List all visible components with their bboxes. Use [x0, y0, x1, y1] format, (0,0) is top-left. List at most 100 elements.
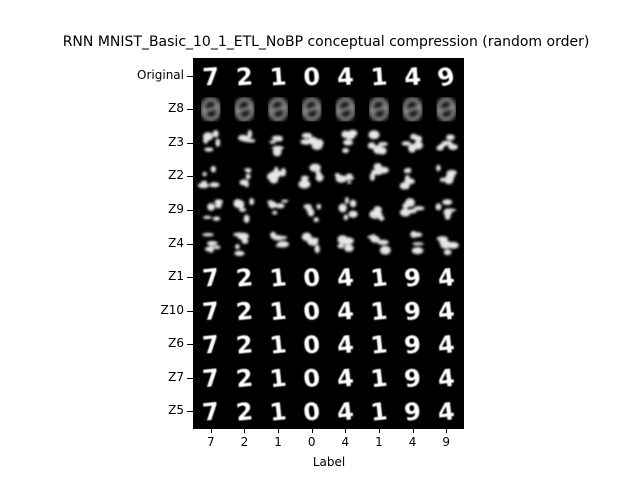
- digit-z10-6: 9: [403, 297, 423, 327]
- digit-original-6: 4: [403, 62, 422, 91]
- column-label: 1: [274, 435, 282, 449]
- digit-z7-0: 7: [201, 364, 221, 394]
- x-tick: [378, 428, 380, 433]
- column-label: 4: [408, 435, 417, 449]
- digit-z2-1: [239, 168, 252, 188]
- digit-z1-3: 0: [302, 263, 322, 293]
- digit-z3-5: [367, 130, 388, 155]
- digit-z6-6: 9: [403, 330, 423, 360]
- digit-z4-5: [367, 233, 391, 255]
- digit-z2-4: [334, 173, 355, 184]
- column-label: 4: [341, 435, 350, 449]
- digit-z10-1: 2: [235, 297, 255, 327]
- row-label-z10: Z10: [160, 302, 185, 317]
- digit-z6-7: 4: [436, 330, 456, 360]
- digit-z9-4: [338, 196, 358, 221]
- digit-z10-5: 1: [369, 297, 389, 327]
- column-label: 2: [240, 435, 249, 449]
- digit-original-2: 1: [269, 62, 288, 91]
- digit-z2-7: [436, 164, 457, 185]
- column-label: 9: [442, 435, 450, 449]
- x-tick: [311, 428, 313, 433]
- y-tick: [187, 377, 194, 379]
- x-tick: [412, 428, 414, 433]
- digit-z1-4: 4: [336, 263, 356, 293]
- digit-z3-7: [436, 134, 458, 151]
- digit-z7-5: 1: [369, 364, 389, 394]
- digit-z9-5: [369, 206, 385, 221]
- row-label-z1: Z1: [168, 269, 184, 284]
- row-label-original: Original: [137, 67, 184, 82]
- row-label-z4: Z4: [168, 235, 184, 250]
- x-tick: [244, 428, 246, 433]
- digit-z1-2: 1: [268, 263, 288, 293]
- digit-z4-4: [337, 235, 354, 252]
- digit-z9-2: [267, 199, 289, 215]
- digit-z1-6: 9: [403, 263, 423, 293]
- digit-z10-7: 4: [436, 297, 456, 327]
- digit-z8-1: [234, 97, 255, 122]
- row-label-z2: Z2: [168, 168, 184, 183]
- digit-original-5: 1: [370, 62, 389, 91]
- digit-z5-7: 4: [436, 397, 456, 427]
- row-label-z6: Z6: [168, 336, 184, 351]
- y-tick: [187, 176, 194, 178]
- digit-z1-0: 7: [201, 263, 221, 293]
- digit-z7-4: 4: [336, 364, 356, 394]
- digit-z1-5: 1: [369, 263, 389, 293]
- digit-z6-5: 1: [369, 330, 389, 360]
- x-tick: [210, 428, 212, 433]
- digit-z5-6: 9: [403, 397, 423, 427]
- digit-z6-4: 4: [336, 330, 356, 360]
- digit-z2-5: [369, 163, 389, 181]
- digit-z8-4: [335, 97, 356, 122]
- digit-original-4: 4: [336, 62, 355, 91]
- digit-z7-7: 4: [436, 364, 456, 394]
- digit-z4-1: [233, 232, 249, 256]
- digit-z5-5: 1: [369, 397, 389, 427]
- y-tick: [187, 142, 194, 144]
- row-label-z7: Z7: [168, 369, 184, 384]
- digit-original-7: 9: [434, 61, 457, 92]
- digit-z2-2: [267, 166, 286, 184]
- digit-z5-1: 2: [235, 397, 255, 427]
- digit-z8-3: [301, 97, 322, 122]
- digit-z7-2: 1: [268, 364, 288, 394]
- digit-z9-6: [399, 198, 425, 217]
- digit-z2-3: [298, 163, 324, 189]
- x-axis-label: Label: [312, 455, 346, 469]
- digit-z1-1: 2: [235, 263, 255, 293]
- digit-z7-1: 2: [235, 364, 255, 394]
- row-label-z8: Z8: [168, 101, 184, 116]
- digit-z8-7: [436, 97, 457, 122]
- digit-z3-4: [341, 129, 358, 154]
- x-tick: [278, 428, 280, 433]
- digit-z3-0: [202, 130, 221, 152]
- digit-z10-2: 1: [268, 297, 288, 327]
- y-tick: [187, 310, 194, 312]
- digit-z5-0: 7: [201, 397, 221, 427]
- column-label: 1: [375, 435, 383, 449]
- digit-z4-3: [301, 232, 320, 254]
- digit-z4-7: [436, 236, 459, 256]
- digit-original-1: 2: [235, 62, 254, 91]
- digit-z4-6: [410, 230, 424, 255]
- digit-z7-3: 0: [302, 364, 322, 394]
- digit-z10-0: 7: [201, 297, 221, 327]
- digit-z6-2: 1: [268, 330, 288, 360]
- digit-z6-3: 0: [302, 330, 322, 360]
- digit-z8-2: [268, 97, 289, 122]
- digit-z9-1: [233, 197, 255, 224]
- digit-z2-0: [197, 165, 220, 189]
- digit-z8-6: [402, 97, 423, 122]
- y-tick: [187, 411, 194, 413]
- y-tick: [187, 344, 194, 346]
- row-label-z9: Z9: [168, 201, 184, 216]
- digit-z8-5: [368, 97, 389, 122]
- column-label: 0: [307, 435, 316, 449]
- column-label: 7: [206, 435, 215, 449]
- digit-z4-0: [202, 233, 221, 253]
- digit-z7-6: 9: [403, 364, 423, 394]
- row-label-z5: Z5: [168, 403, 184, 418]
